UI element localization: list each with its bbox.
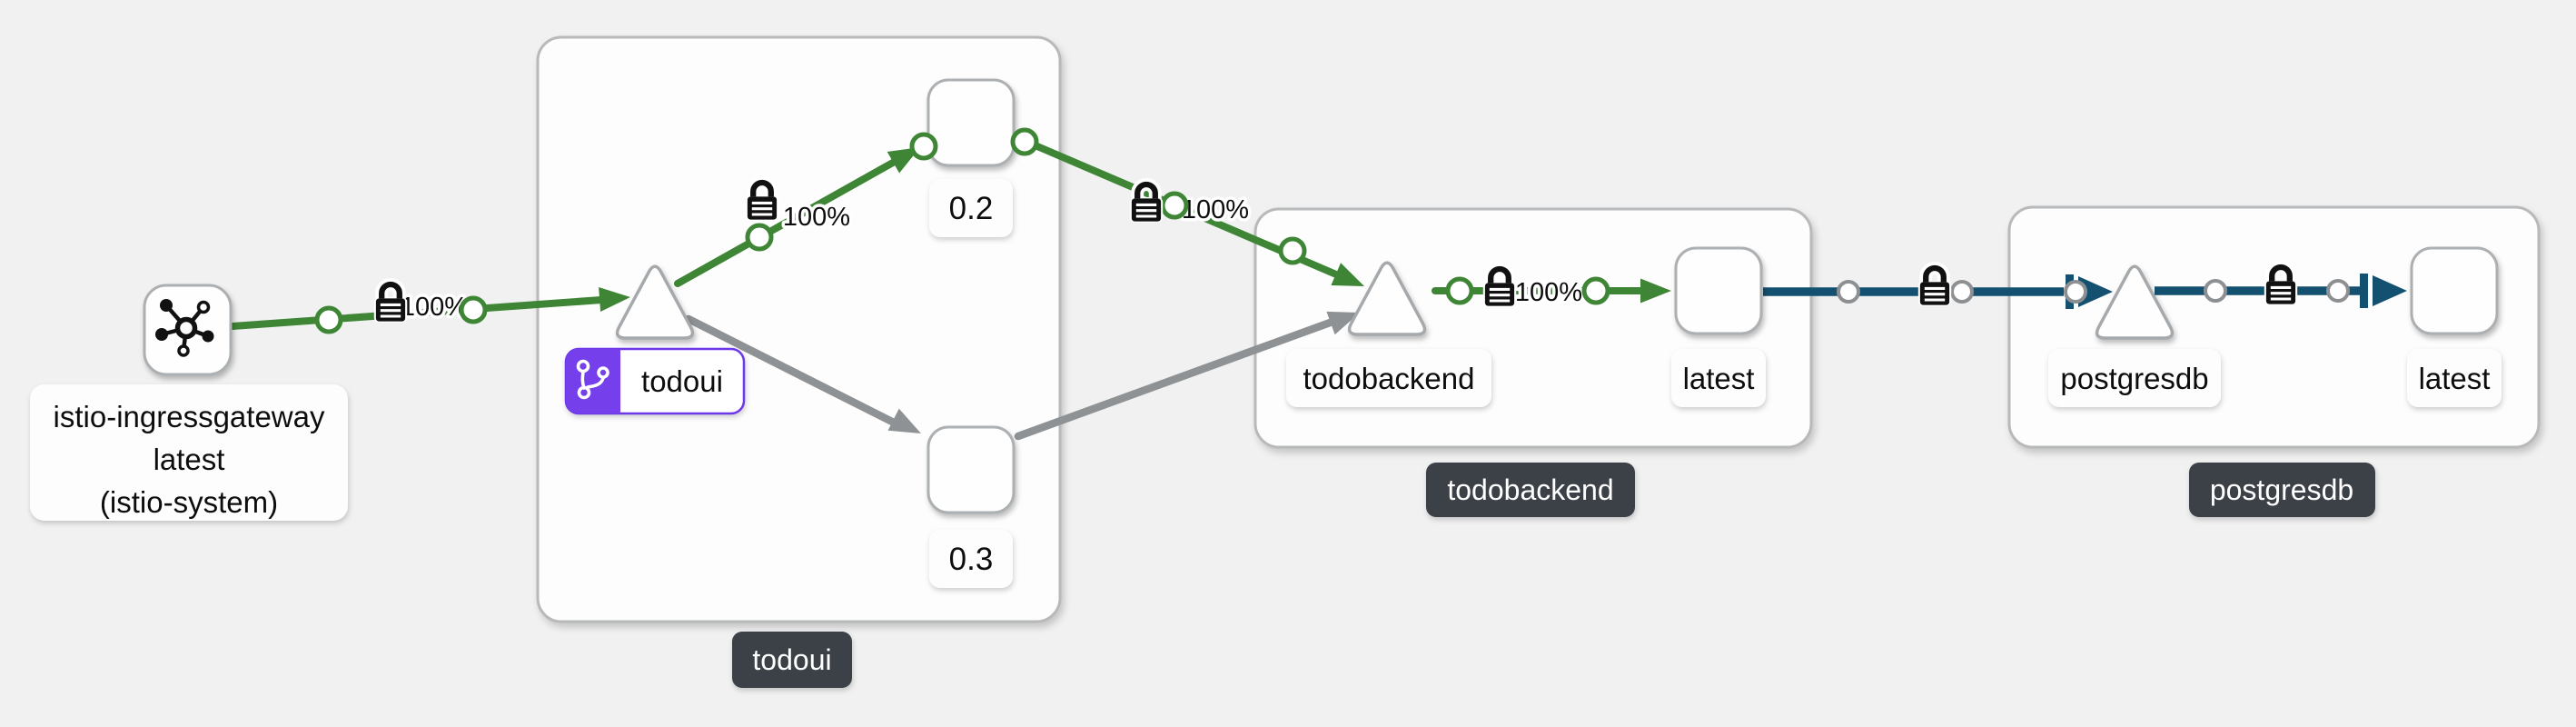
edge-waypoint (745, 223, 774, 252)
todoui-badge-text: todoui (752, 643, 831, 676)
todobackend-latest-label-text: latest (1683, 362, 1755, 395)
label-todobackend-latest[interactable] (1671, 349, 1766, 407)
edge-waypoint (1581, 276, 1610, 305)
edge-pct-ingress: 100% (401, 293, 468, 322)
node-todoui-v02[interactable] (926, 78, 1016, 167)
mtls-lock-icon (1130, 184, 1163, 223)
edge-pct-todoui-v02: 100% (783, 203, 850, 232)
virtual-service-icon (576, 359, 609, 400)
todobackend-label-text: todobackend (1303, 362, 1475, 395)
mesh-hub-icon (155, 299, 214, 357)
node-todobackend-latest[interactable] (1674, 246, 1763, 335)
edge-waypoint (459, 295, 488, 324)
group-badge-todoui[interactable] (732, 632, 852, 688)
ingress-label-line1: istio-ingressgateway (54, 400, 325, 433)
mtls-lock-icon (374, 284, 407, 323)
edge-waypoint (909, 132, 938, 161)
edge-waypoint (1445, 276, 1474, 305)
edge-ingress-to-todoui[interactable] (229, 295, 618, 330)
label-todoui-service[interactable]: todoui (564, 347, 746, 415)
todoui-label-text: todoui (641, 364, 723, 398)
edge-waypoint (2326, 279, 2350, 303)
group-badge-postgresdb[interactable] (2189, 463, 2375, 517)
edge-waypoint (1837, 280, 1860, 304)
node-todoui-v03[interactable] (926, 425, 1016, 514)
mtls-lock-icon (1918, 268, 1951, 306)
todobackend-badge-text: todobackend (1447, 473, 1613, 506)
group-badge-todobackend[interactable] (1426, 463, 1635, 517)
edge-todoui-to-v03-idle[interactable] (684, 314, 906, 431)
label-todobackend-service[interactable] (1286, 349, 1491, 407)
edge-waypoint (2204, 279, 2227, 303)
label-istio-ingressgateway[interactable] (30, 384, 348, 521)
label-postgresdb-latest[interactable] (2407, 349, 2502, 407)
edge-pct-v02-todobackend: 100% (1182, 195, 1249, 224)
edge-waypoint (314, 305, 343, 334)
label-v03[interactable] (929, 530, 1013, 588)
mtls-lock-icon (1483, 269, 1516, 307)
edge-waypoint (1950, 280, 1974, 304)
edge-pct-todobackend: 100% (1515, 278, 1582, 307)
edge-waypoint (2064, 280, 2087, 304)
ingress-label-line3: (istio-system) (100, 485, 278, 519)
edge-v03-to-todobackend-idle[interactable] (1014, 317, 1337, 441)
mtls-lock-icon (2264, 267, 2297, 305)
edge-waypoint (1160, 191, 1189, 220)
node-postgresdb-latest[interactable] (2410, 246, 2499, 335)
edge-waypoint (1278, 236, 1307, 265)
edge-waypoint (1010, 127, 1039, 156)
postgresdb-label-text: postgresdb (2060, 362, 2208, 395)
label-v02[interactable] (929, 179, 1013, 237)
postgresdb-latest-label-text: latest (2419, 362, 2491, 395)
edge-todoui-to-v02[interactable] (674, 155, 903, 287)
v02-label-text: 0.2 (949, 191, 994, 226)
ingress-label-line2: latest (154, 443, 225, 476)
label-postgresdb-service[interactable] (2048, 349, 2221, 407)
mtls-lock-icon (746, 183, 778, 221)
v03-label-text: 0.3 (949, 542, 994, 577)
postgresdb-badge-text: postgresdb (2210, 473, 2353, 506)
